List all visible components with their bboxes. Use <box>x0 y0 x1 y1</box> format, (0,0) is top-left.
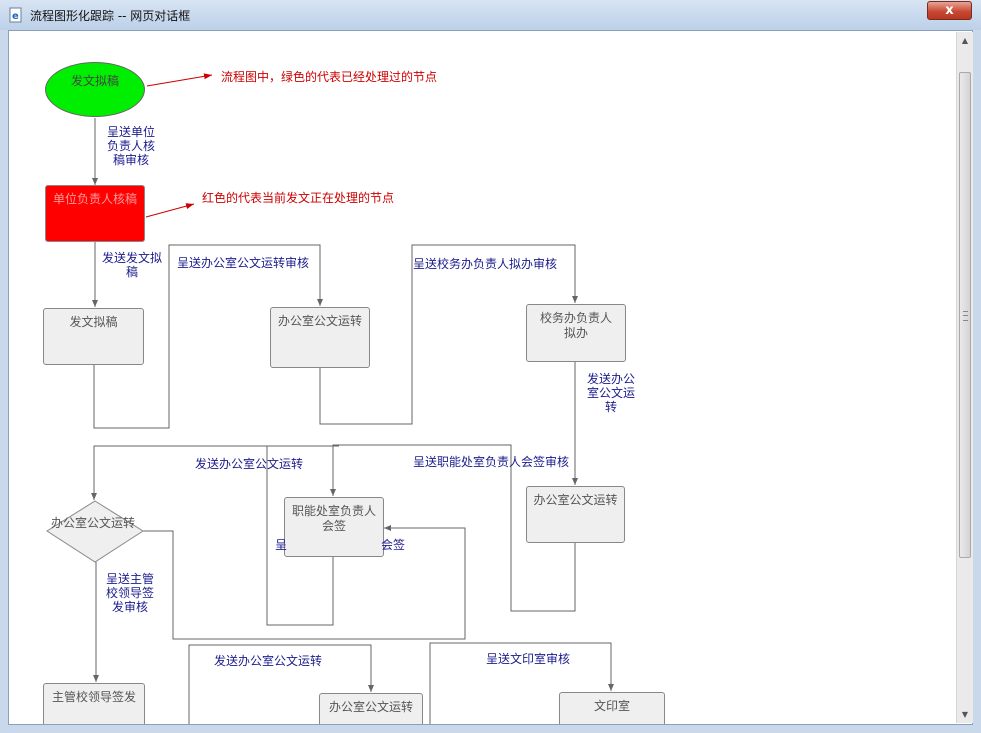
node-leader-sign[interactable]: 主管校领导签发 <box>43 683 145 724</box>
edge-line-e3 <box>93 244 323 429</box>
node-label: 发文拟稿 <box>70 74 119 88</box>
edge-line-e11 <box>429 642 614 724</box>
edge-line-e10 <box>188 644 374 724</box>
node-office-circulation-3[interactable]: 办公室公文运转 <box>319 693 423 724</box>
decision-label: 办公室公文运转 <box>51 516 136 530</box>
edge-line-e8 <box>266 446 334 626</box>
legend-note-green: 流程图中，绿色的代表已经处理过的节点 <box>221 70 438 84</box>
edge-label-e1: 呈送单位负责人核稿审核 <box>106 125 155 167</box>
node-label: 办公室公文运转 <box>328 700 413 714</box>
decision-diamond <box>46 500 144 563</box>
flow-connectors <box>46 73 614 724</box>
legend-note-red: 红色的代表当前发文正在处理的节点 <box>202 191 395 205</box>
edge-label-e7: 呈送职能处室负责人会签审核 <box>413 455 570 469</box>
scroll-up-icon[interactable]: ▲ <box>961 36 969 45</box>
node-office-circulation-1[interactable]: 办公室公文运转 <box>270 307 370 368</box>
title-bar: e 流程图形化跟踪 -- 网页对话框 x <box>0 0 981 30</box>
edge-label-e10: 发送办公室公文运转 <box>214 654 323 668</box>
edge-line-e8b <box>143 525 466 640</box>
close-button[interactable]: x <box>927 1 972 20</box>
node-label: 职能处室负责人会签 <box>291 504 376 533</box>
edge-line-e4 <box>319 244 578 425</box>
dialog-content: 发文拟稿 单位负责人核稿 发文拟稿 办公室公文运转 校务办负责人拟办 办公室公文… <box>8 30 973 725</box>
node-draft[interactable]: 发文拟稿 <box>43 308 144 365</box>
node-label: 办公室公文运转 <box>533 493 618 507</box>
svg-text:e: e <box>12 11 19 22</box>
edge-line-e7 <box>330 444 576 612</box>
node-print-room[interactable]: 文印室 <box>559 692 665 724</box>
node-label: 发文拟稿 <box>69 315 118 329</box>
node-dept-countersign[interactable]: 职能处室负责人会签 <box>284 497 384 557</box>
edge-label-e9: 呈送主管校领导签发审核 <box>105 572 154 614</box>
edge-label-e8b: 会签 <box>381 538 406 552</box>
ie-page-icon: e <box>9 7 22 23</box>
node-label: 校务办负责人拟办 <box>539 311 612 340</box>
grip-icon <box>963 311 968 321</box>
scrollbar-thumb[interactable] <box>959 72 971 558</box>
close-icon: x <box>945 3 954 18</box>
edge-label-e11: 呈送文印室审核 <box>486 652 571 666</box>
edge-label-e4: 呈送校务办负责人拟办审核 <box>413 257 558 271</box>
node-label: 主管校领导签发 <box>51 690 136 704</box>
node-affairs-office-head[interactable]: 校务办负责人拟办 <box>526 304 626 362</box>
window-title: 流程图形化跟踪 -- 网页对话框 <box>30 9 191 23</box>
node-label: 办公室公文运转 <box>277 314 362 328</box>
vertical-scrollbar[interactable]: ▲ ▼ <box>956 32 973 723</box>
edge-label-e6: 发送办公室公文运转 <box>195 457 304 471</box>
edge-label-e3: 呈送办公室公文运转审核 <box>177 256 310 270</box>
edge-label-e5: 发送办公室公文运转 <box>586 372 635 414</box>
window-bottom-edge <box>0 725 981 733</box>
node-label: 单位负责人核稿 <box>52 192 137 206</box>
node-office-circulation-2[interactable]: 办公室公文运转 <box>526 486 625 543</box>
note-arrow-green <box>146 73 213 87</box>
edge-line-e6 <box>91 445 339 500</box>
node-label: 文印室 <box>593 699 630 713</box>
note-arrow-red <box>145 203 195 218</box>
scroll-down-icon[interactable]: ▼ <box>961 710 969 719</box>
node-draft-done[interactable]: 发文拟稿 <box>45 62 145 117</box>
edge-label-e2: 发送发文拟稿 <box>101 251 162 279</box>
node-unit-review-current[interactable]: 单位负责人核稿 <box>45 185 145 242</box>
edge-label-e8: 呈 <box>275 538 288 552</box>
